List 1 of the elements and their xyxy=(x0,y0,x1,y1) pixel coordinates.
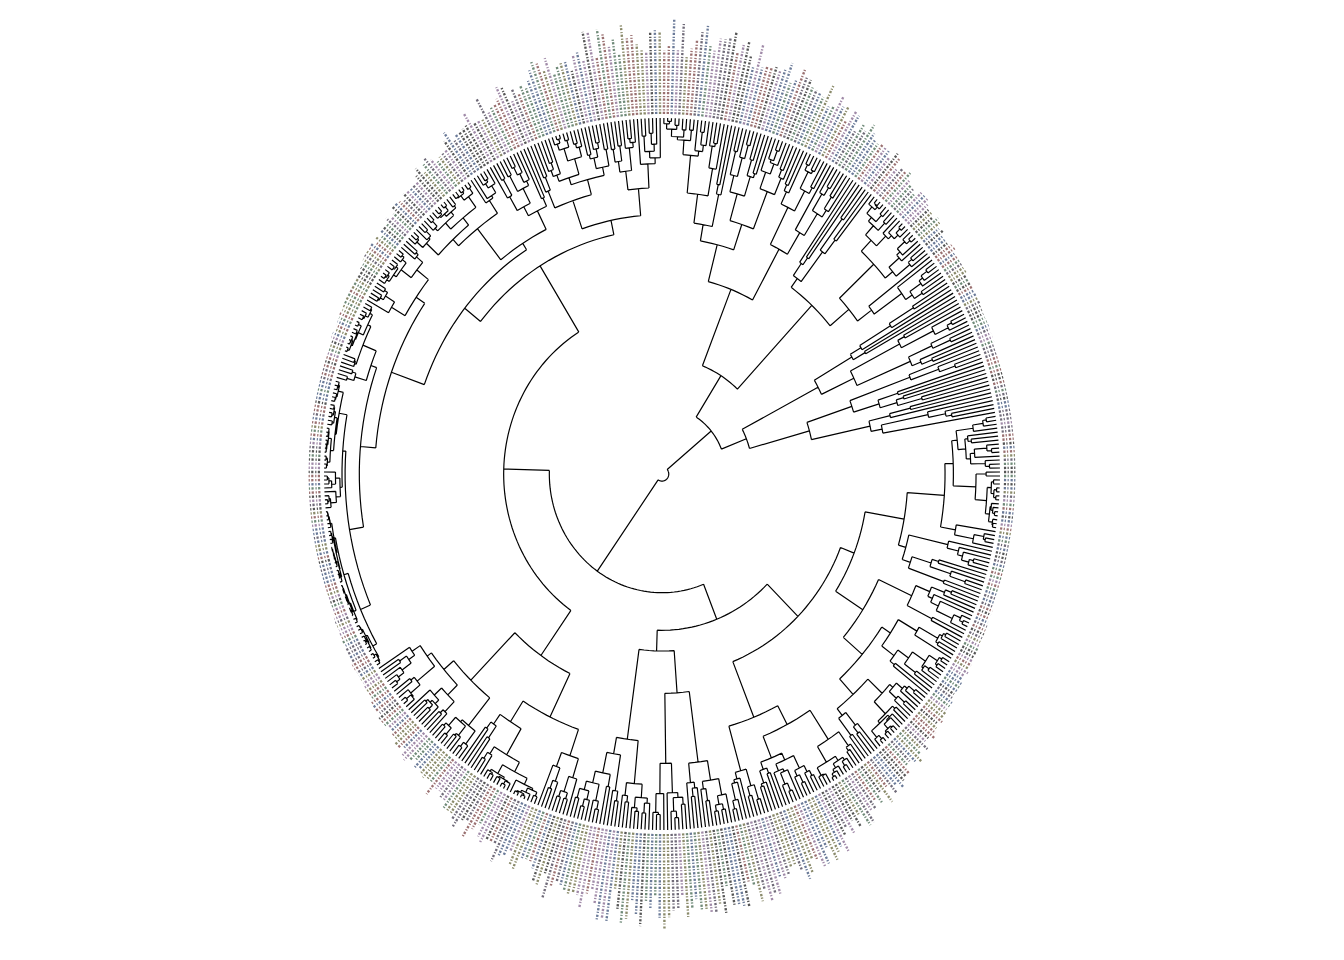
phylogenetic-tree xyxy=(306,18,1018,931)
